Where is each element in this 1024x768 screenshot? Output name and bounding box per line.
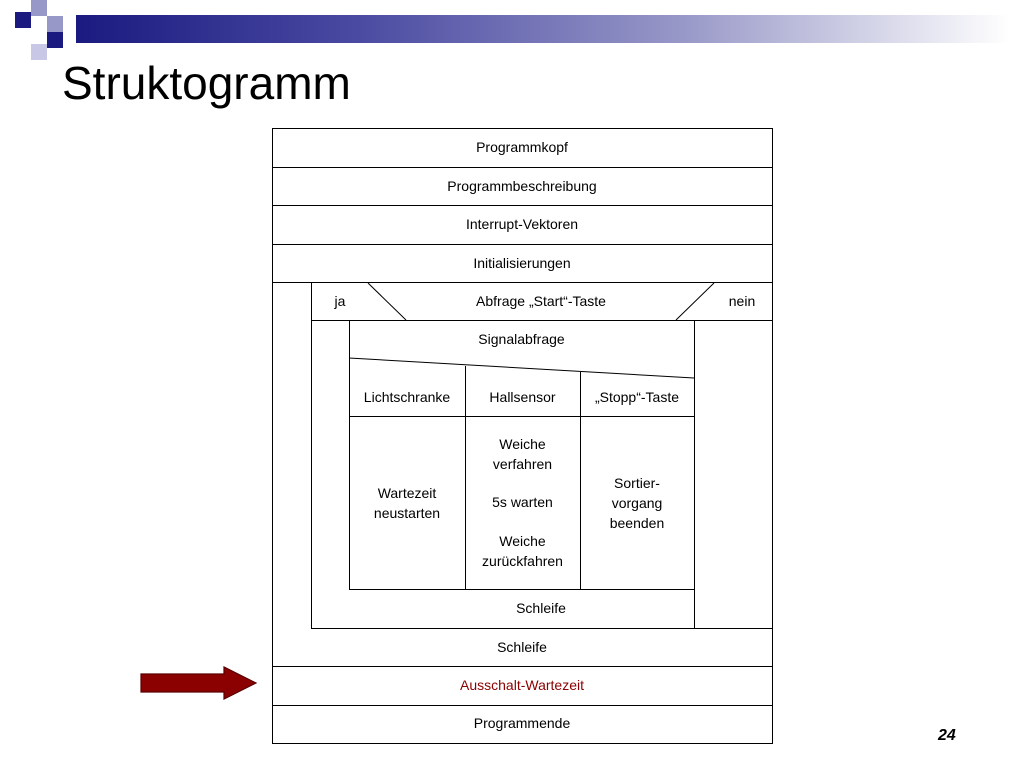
page-number: 24 (938, 727, 956, 744)
action-weiche-verfahren: Weiche verfahren 5s warten Weiche zurück… (465, 434, 580, 571)
block-interrupt-vektoren: Interrupt-Vektoren (465, 216, 579, 232)
action-line: Weiche (499, 533, 546, 549)
case-option-stopp-taste: „Stopp“-Taste (594, 389, 680, 405)
action-line: neustarten (373, 505, 441, 521)
block-programmkopf: Programmkopf (476, 139, 568, 155)
inner-loop-label: Schleife (516, 600, 566, 616)
deco-square (47, 32, 63, 48)
action-line: Weiche (499, 436, 546, 452)
decision-no-label: nein (728, 293, 756, 309)
action-sortiervorgang-beenden: Sortier- vorgang beenden (580, 473, 694, 533)
deco-square (15, 12, 31, 28)
block-programmende: Programmende (473, 715, 571, 731)
case-signalabfrage: Signalabfrage (478, 331, 565, 347)
action-wartezeit-neustarten: Wartezeit neustarten (349, 483, 465, 523)
action-line: verfahren (492, 456, 553, 472)
decision-yes-label: ja (334, 293, 346, 309)
deco-square (47, 16, 63, 32)
block-initialisierungen: Initialisierungen (473, 255, 571, 271)
action-line: vorgang (611, 495, 663, 511)
action-line: 5s warten (492, 494, 553, 510)
block-ausschalt-wartezeit: Ausschalt-Wartezeit (460, 677, 584, 693)
decision-condition: Abfrage „Start“-Taste (476, 293, 606, 309)
action-line: beenden (609, 515, 665, 531)
deco-square (31, 44, 47, 60)
action-line: Wartezeit (377, 485, 437, 501)
action-line: Sortier- (614, 475, 660, 491)
block-programmbeschreibung: Programmbeschreibung (447, 178, 597, 194)
case-option-lichtschranke: Lichtschranke (363, 389, 451, 405)
title-banner (76, 15, 1010, 43)
case-option-hallsensor: Hallsensor (489, 389, 556, 405)
deco-square (31, 0, 47, 16)
arrow-right-icon (140, 666, 258, 700)
slide-title: Struktogramm (62, 57, 351, 109)
action-line: zurückfahren (482, 553, 563, 569)
outer-loop-label: Schleife (497, 639, 547, 655)
